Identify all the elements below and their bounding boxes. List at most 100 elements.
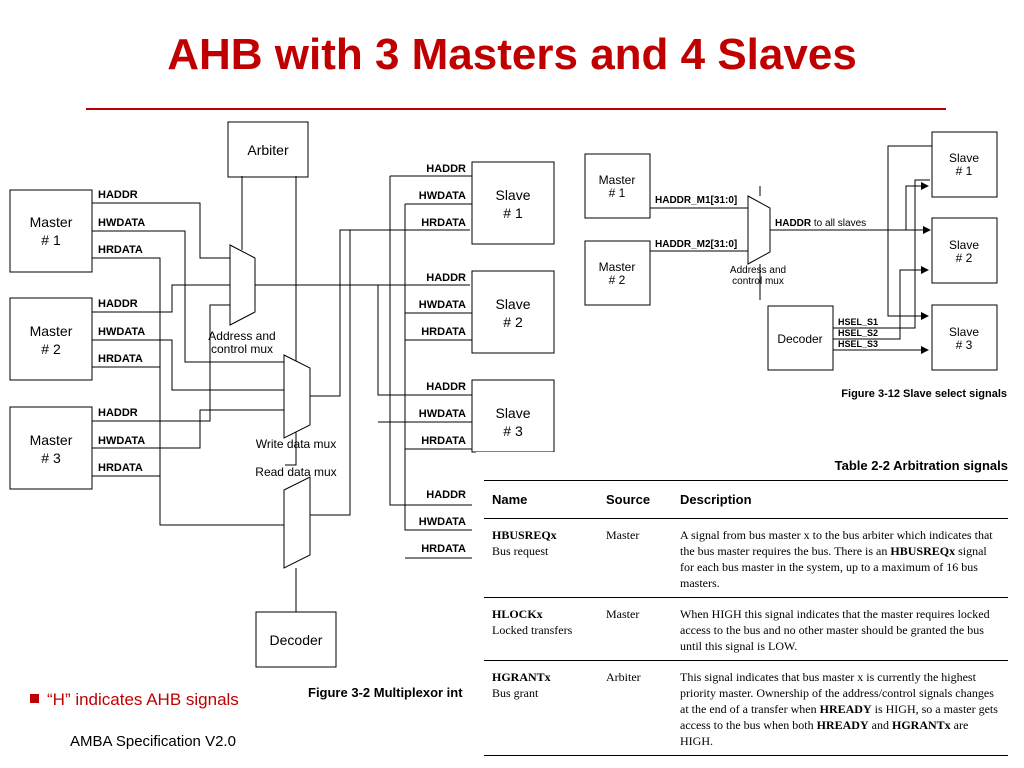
arbiter-label: Arbiter xyxy=(247,142,289,158)
svg-text:Master: Master xyxy=(30,432,73,448)
slave-1-block: Slave # 1 xyxy=(471,161,555,245)
svg-text:HSEL_S3: HSEL_S3 xyxy=(838,339,878,349)
master-signal-labels: HADDR HWDATA HRDATA HADDR HWDATA HRDATA … xyxy=(98,189,145,474)
arbitration-table-panel: Table 2-2 Arbitration signals Name Sourc… xyxy=(476,452,1024,768)
svg-text:HWDATA: HWDATA xyxy=(419,190,466,202)
signal-source: Arbiter xyxy=(598,660,672,756)
svg-text:Slave: Slave xyxy=(495,187,530,203)
right-decoder-block xyxy=(767,305,834,371)
column-header-name: Name xyxy=(484,480,598,519)
slave-wires xyxy=(377,175,472,559)
right-slave-3-block: Slave # 3 xyxy=(931,304,998,371)
svg-text:control mux: control mux xyxy=(211,342,273,356)
slave-signal-labels: HADDR HWDATA HRDATA HADDR HWDATA HRDATA … xyxy=(419,163,466,555)
svg-text:Master: Master xyxy=(599,260,636,274)
svg-text:HADDR: HADDR xyxy=(426,272,466,284)
svg-text:# 2: # 2 xyxy=(503,314,523,330)
slide-footer: AMBA Specification V2.0 xyxy=(70,733,236,750)
slide-title: AHB with 3 Masters and 4 Slaves xyxy=(167,30,857,79)
svg-text:Address and: Address and xyxy=(730,265,786,276)
svg-text:Read data mux: Read data mux xyxy=(255,465,336,479)
right-figure-caption: Figure 3-12 Slave select signals xyxy=(841,388,1007,400)
svg-text:HRDATA: HRDATA xyxy=(98,462,143,474)
signal-source: Master xyxy=(598,597,672,661)
svg-text:HADDR: HADDR xyxy=(98,298,138,310)
svg-text:HRDATA: HRDATA xyxy=(421,543,466,555)
write-data-mux xyxy=(283,354,311,439)
right-slave-2-block: Slave # 2 xyxy=(931,217,998,284)
svg-text:HWDATA: HWDATA xyxy=(98,435,145,447)
svg-text:Master: Master xyxy=(599,173,636,187)
signal-source: Master xyxy=(598,518,672,598)
title-underline xyxy=(86,108,946,110)
svg-text:Address and: Address and xyxy=(208,329,275,343)
svg-text:Slave: Slave xyxy=(949,325,979,339)
svg-text:HWDATA: HWDATA xyxy=(98,326,145,338)
signal-description: When HIGH this signal indicates that the… xyxy=(672,597,1008,661)
svg-text:Slave: Slave xyxy=(495,405,530,421)
svg-text:HWDATA: HWDATA xyxy=(419,408,466,420)
svg-text:HSEL_S1: HSEL_S1 xyxy=(838,317,878,327)
svg-text:# 2: # 2 xyxy=(956,251,973,265)
master-1-block: Master # 1 xyxy=(9,189,93,273)
master-3-block: Master # 3 xyxy=(9,406,93,490)
arbiter-block xyxy=(227,121,309,178)
svg-text:HRDATA: HRDATA xyxy=(98,244,143,256)
right-master-2-block: Master # 2 xyxy=(584,240,651,306)
table-caption: Table 2-2 Arbitration signals xyxy=(834,458,1008,473)
signal-subtitle: Bus request xyxy=(492,544,549,558)
right-address-mux xyxy=(747,195,771,265)
svg-text:HWDATA: HWDATA xyxy=(98,217,145,229)
svg-text:HRDATA: HRDATA xyxy=(98,353,143,365)
svg-text:control mux: control mux xyxy=(732,276,784,287)
right-master-1-block: Master # 1 xyxy=(584,153,651,219)
svg-text:# 2: # 2 xyxy=(41,341,61,357)
svg-text:HADDR: HADDR xyxy=(426,381,466,393)
svg-text:# 3: # 3 xyxy=(503,423,523,439)
svg-text:# 2: # 2 xyxy=(609,273,626,287)
svg-text:Slave: Slave xyxy=(949,238,979,252)
svg-text:Master: Master xyxy=(30,214,73,230)
svg-text:HADDR: HADDR xyxy=(98,407,138,419)
signal-subtitle: Locked transfers xyxy=(492,623,573,637)
svg-text:# 1: # 1 xyxy=(609,186,626,200)
svg-text:HWDATA: HWDATA xyxy=(419,516,466,528)
slave-2-block: Slave # 2 xyxy=(471,270,555,354)
bullet-point: “H” indicates AHB signals xyxy=(30,690,239,710)
signal-description: A signal from bus master x to the bus ar… xyxy=(672,518,1008,598)
column-header-description: Description xyxy=(672,480,1008,519)
bullet-square-icon xyxy=(30,694,39,703)
svg-text:# 3: # 3 xyxy=(41,450,61,466)
svg-text:HRDATA: HRDATA xyxy=(421,217,466,229)
svg-text:HWDATA: HWDATA xyxy=(419,299,466,311)
haddr-to-all-slaves: HADDR to all slaves xyxy=(775,218,866,229)
svg-text:HRDATA: HRDATA xyxy=(421,326,466,338)
read-data-mux xyxy=(283,476,311,569)
svg-text:Decoder: Decoder xyxy=(270,632,323,648)
svg-text:HADDR: HADDR xyxy=(426,489,466,501)
svg-text:# 3: # 3 xyxy=(956,338,973,352)
svg-text:# 1: # 1 xyxy=(41,232,61,248)
column-header-source: Source xyxy=(598,480,672,519)
signal-subtitle: Bus grant xyxy=(492,686,539,700)
master-2-block: Master # 2 xyxy=(9,297,93,381)
svg-text:Slave: Slave xyxy=(495,296,530,312)
svg-text:# 1: # 1 xyxy=(503,205,523,221)
master-wires xyxy=(92,202,284,526)
svg-text:Master: Master xyxy=(30,323,73,339)
signal-name: HGRANTx xyxy=(492,670,551,684)
svg-text:HADDR_M2[31:0]: HADDR_M2[31:0] xyxy=(655,239,737,250)
right-slave-1-block: Slave # 1 xyxy=(931,131,998,198)
left-figure-caption: Figure 3-2 Multiplexor int xyxy=(308,685,463,700)
signal-name: HLOCKx xyxy=(492,607,543,621)
slave-3-block: Slave # 3 xyxy=(471,379,555,453)
svg-text:HADDR: HADDR xyxy=(426,163,466,175)
svg-text:Write data mux: Write data mux xyxy=(256,437,336,451)
address-control-mux xyxy=(229,244,256,326)
svg-text:Decoder: Decoder xyxy=(777,332,822,346)
